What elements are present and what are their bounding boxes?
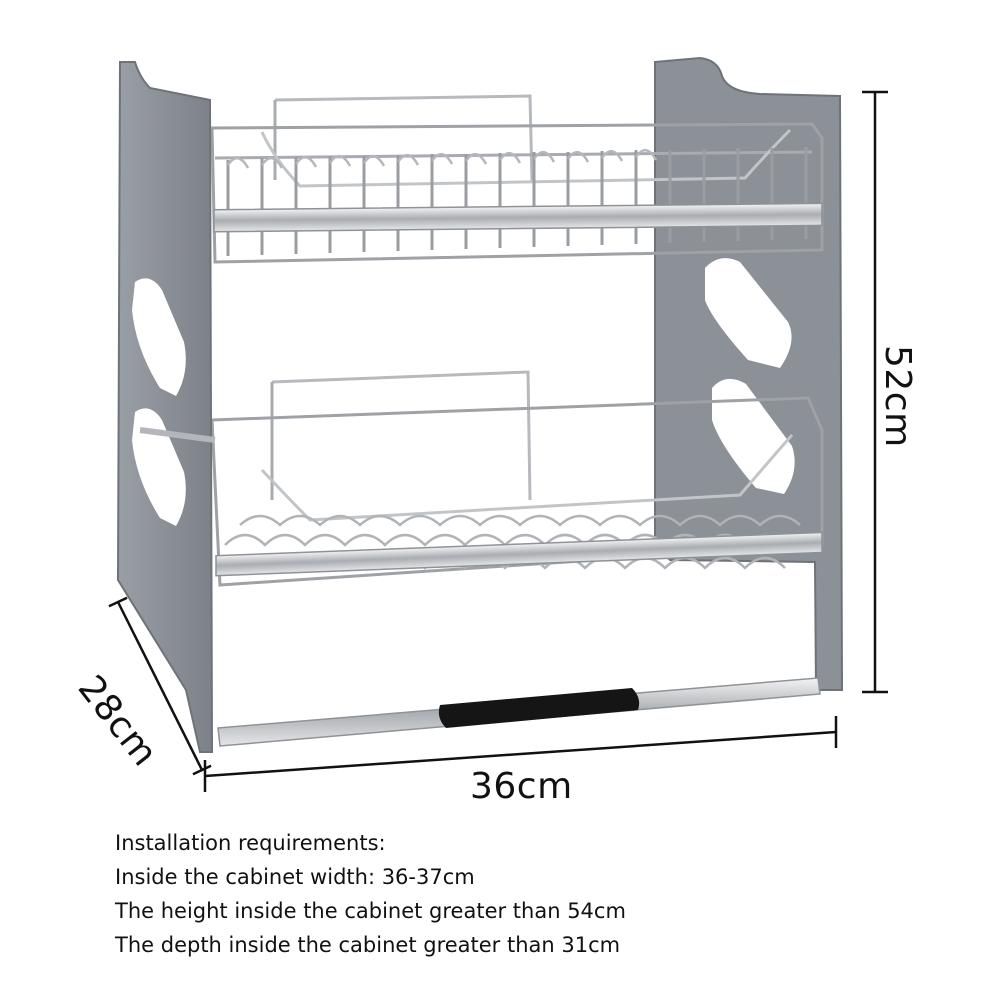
- height-dimension-label: 52cm: [877, 345, 918, 448]
- installation-width-line: Inside the cabinet width: 36-37cm: [115, 865, 475, 889]
- width-dimension-label: 36cm: [470, 766, 573, 807]
- upper-basket: [210, 94, 824, 264]
- width-dimension-line: [204, 730, 837, 778]
- dimension-lines: [108, 90, 888, 792]
- installation-height-line: The height inside the cabinet greater th…: [115, 899, 626, 923]
- installation-requirements: Installation requirements: Inside the ca…: [115, 826, 626, 962]
- left-side-panel: [116, 61, 216, 753]
- depth-dimension-line: [116, 601, 204, 771]
- lower-basket: [210, 370, 824, 587]
- installation-title: Installation requirements:: [115, 831, 386, 855]
- installation-depth-line: The depth inside the cabinet greater tha…: [115, 933, 621, 957]
- dish-rack-product-photo: [108, 56, 888, 792]
- pull-handle: [217, 677, 821, 747]
